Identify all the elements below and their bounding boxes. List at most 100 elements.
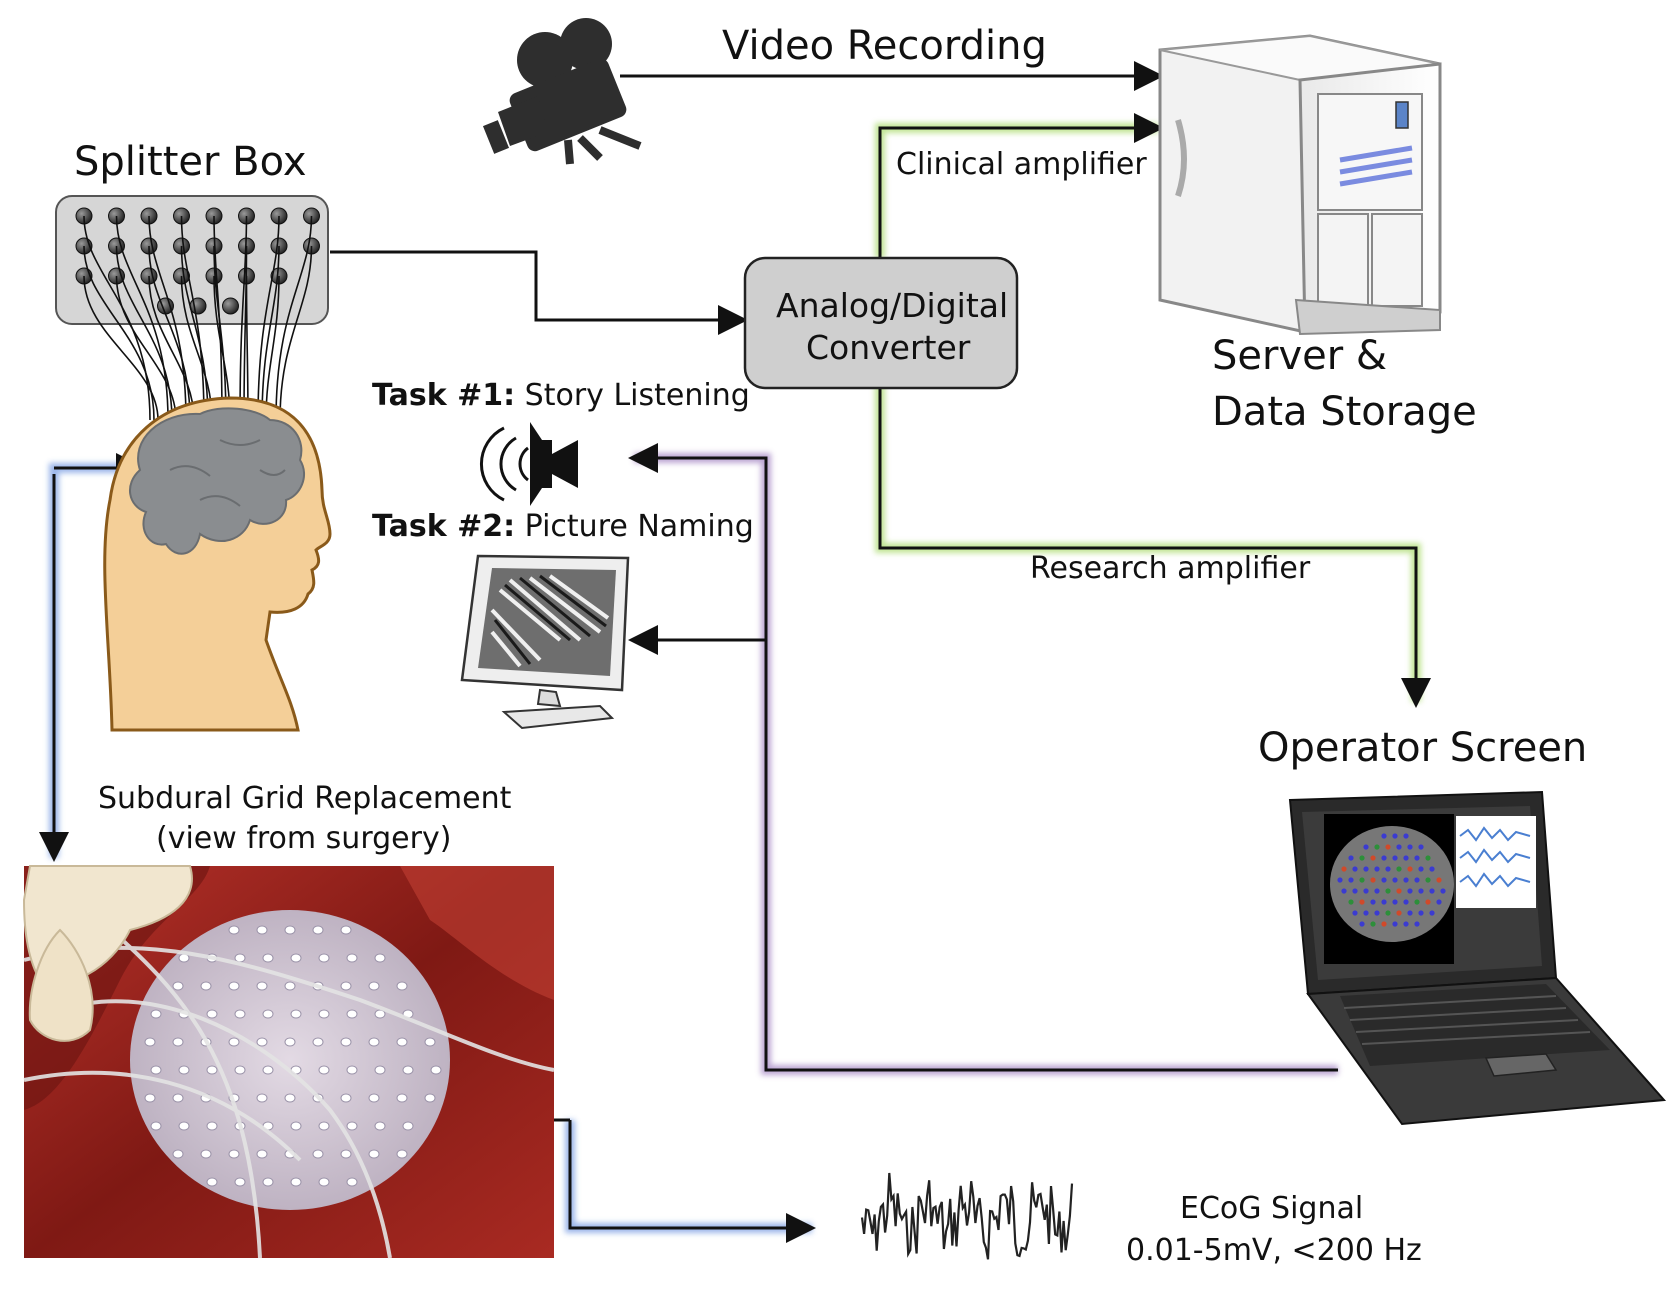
- laptop-electrode: [1396, 866, 1402, 872]
- laptop-electrode: [1381, 899, 1387, 905]
- grid-electrode: [228, 1037, 240, 1047]
- grid-electrode: [206, 1065, 218, 1075]
- laptop-electrode: [1403, 855, 1409, 861]
- laptop-electrode: [1337, 877, 1343, 883]
- splitter-wire: [261, 245, 280, 421]
- grid-electrode: [430, 1065, 442, 1075]
- laptop-electrode: [1352, 866, 1358, 872]
- research-amplifier-link: [875, 385, 1431, 708]
- grid-electrode: [374, 1009, 386, 1019]
- splitter-wire: [148, 245, 191, 421]
- laptop-electrode: [1374, 888, 1380, 894]
- grid-electrode: [290, 1177, 302, 1187]
- laptop-electrode: [1425, 877, 1431, 883]
- grid-electrode: [256, 925, 268, 935]
- grid-electrode: [368, 1093, 380, 1103]
- grid-electrode: [200, 981, 212, 991]
- laptop-electrode: [1374, 844, 1380, 850]
- ecog-signal-label-line1: ECoG Signal: [1180, 1191, 1364, 1226]
- laptop-electrode: [1348, 877, 1354, 883]
- grid-electrode: [318, 1065, 330, 1075]
- splitter-box-label: Splitter Box: [74, 139, 307, 185]
- splitter-wire: [279, 245, 313, 421]
- laptop-electrode: [1429, 910, 1435, 916]
- video-recording-label: Video Recording: [722, 23, 1047, 69]
- server-label-line1: Server &: [1212, 333, 1388, 379]
- laptop-electrode: [1385, 844, 1391, 850]
- laptop-electrode: [1414, 899, 1420, 905]
- grid-electrode: [206, 1009, 218, 1019]
- laptop-electrode: [1403, 877, 1409, 883]
- laptop-electrode: [1418, 888, 1424, 894]
- laptop-electrode: [1363, 844, 1369, 850]
- splitter-wire: [148, 215, 187, 421]
- grid-electrode: [374, 953, 386, 963]
- grid-electrode: [206, 1177, 218, 1187]
- grid-electrode: [368, 981, 380, 991]
- grid-electrode: [256, 981, 268, 991]
- grid-electrode: [256, 1037, 268, 1047]
- laptop-electrode: [1429, 888, 1435, 894]
- laptop-electrode: [1414, 877, 1420, 883]
- grid-electrode: [290, 953, 302, 963]
- laptop-electrode: [1381, 921, 1387, 927]
- grid-electrode: [234, 953, 246, 963]
- subdural-grid-label-line1: Subdural Grid Replacement: [98, 781, 512, 816]
- laptop-electrode: [1407, 844, 1413, 850]
- grid-electrode: [340, 1037, 352, 1047]
- grid-electrode: [318, 1121, 330, 1131]
- grid-electrode: [340, 925, 352, 935]
- grid-electrode: [396, 1093, 408, 1103]
- laptop-electrode: [1359, 921, 1365, 927]
- grid-electrode: [284, 1037, 296, 1047]
- laptop-electrode: [1392, 855, 1398, 861]
- splitter-wire: [180, 215, 205, 421]
- laptop-electrode: [1392, 833, 1398, 839]
- grid-electrode: [262, 953, 274, 963]
- laptop-electrode: [1352, 888, 1358, 894]
- splitter-wire: [213, 245, 227, 421]
- clinical-amplifier-link: [875, 113, 1164, 258]
- laptop-electrode: [1352, 910, 1358, 916]
- adc-label-line2: Converter: [806, 328, 971, 367]
- grid-electrode: [172, 1093, 184, 1103]
- splitter-pin: [222, 297, 239, 315]
- laptop-electrode: [1341, 888, 1347, 894]
- laptop-electrode: [1396, 844, 1402, 850]
- laptop-electrode: [1403, 921, 1409, 927]
- grid-electrode: [228, 981, 240, 991]
- ecog-signal-label-line2: 0.01-5mV, <200 Hz: [1126, 1233, 1422, 1268]
- grid-electrode: [340, 1093, 352, 1103]
- splitter-box: [55, 195, 329, 421]
- grid-electrode: [290, 1009, 302, 1019]
- grid-electrode: [234, 1065, 246, 1075]
- grid-electrode: [312, 1037, 324, 1047]
- adc-label-line1: Analog/Digital: [776, 286, 1009, 325]
- research-amplifier-label: Research amplifier: [1030, 551, 1311, 586]
- laptop-electrode: [1363, 866, 1369, 872]
- laptop-electrode: [1359, 855, 1365, 861]
- splitter-wire: [213, 215, 223, 421]
- splitter-to-adc-link: [330, 250, 748, 335]
- grid-electrode: [178, 1065, 190, 1075]
- laptop-electrode: [1370, 877, 1376, 883]
- grid-electrode: [396, 981, 408, 991]
- grid-electrode: [284, 1093, 296, 1103]
- laptop-electrode: [1414, 855, 1420, 861]
- grid-electrode: [402, 1065, 414, 1075]
- laptop-electrode: [1374, 910, 1380, 916]
- grid-electrode: [340, 981, 352, 991]
- grid-electrode: [318, 1009, 330, 1019]
- adc-box: [743, 256, 1019, 390]
- grid-electrode: [172, 981, 184, 991]
- server-label-line2: Data Storage: [1212, 389, 1477, 435]
- laptop-electrode: [1407, 910, 1413, 916]
- laptop-electrode: [1392, 921, 1398, 927]
- grid-electrode: [374, 1065, 386, 1075]
- grid-electrode: [396, 1149, 408, 1159]
- grid-electrode: [144, 1037, 156, 1047]
- laptop-electrode: [1370, 921, 1376, 927]
- grid-electrode: [424, 1037, 436, 1047]
